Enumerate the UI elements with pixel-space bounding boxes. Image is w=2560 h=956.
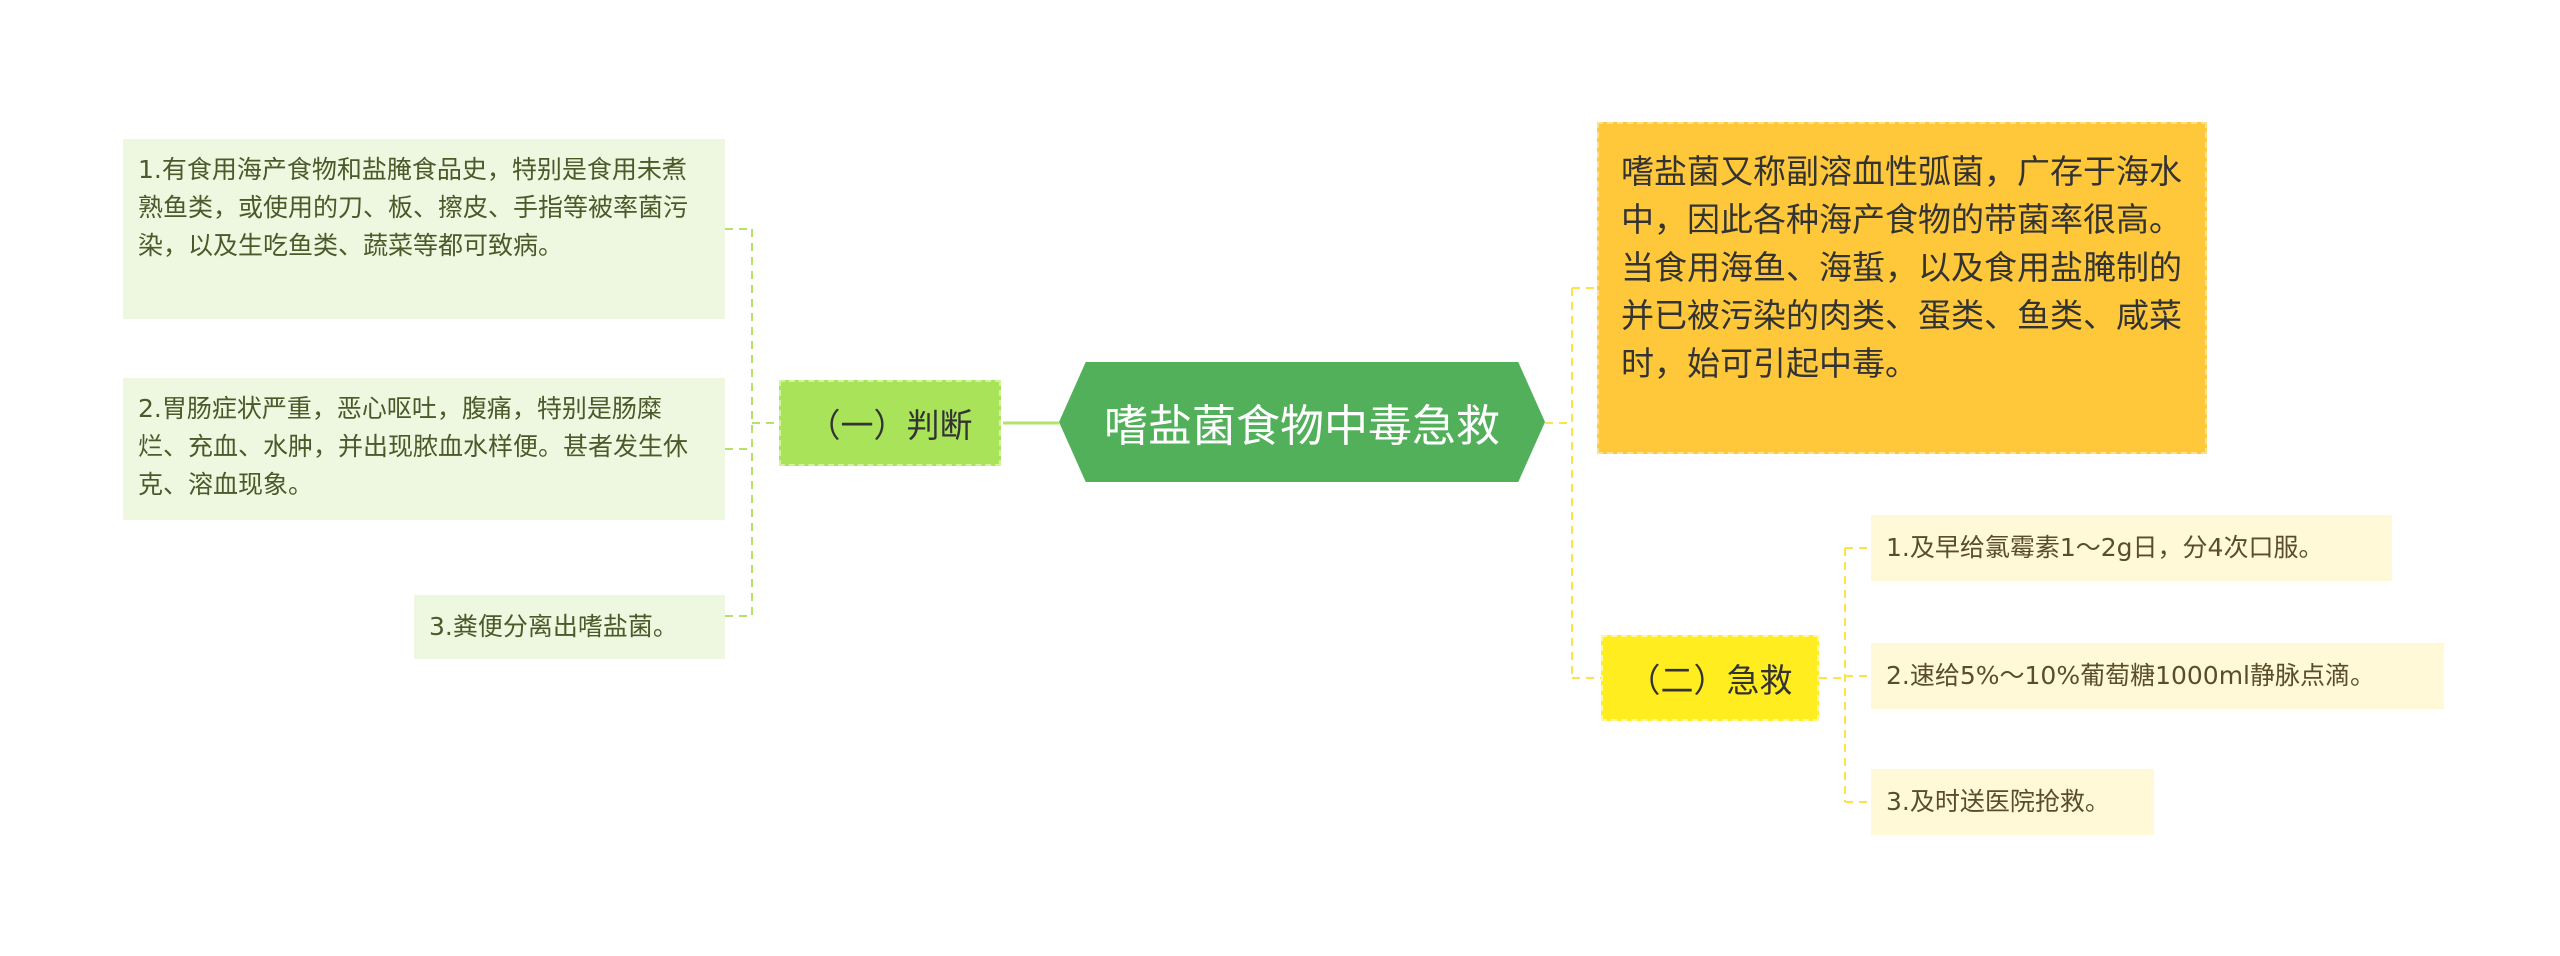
right-leaf-3[interactable]: 3.及时送医院抢救。 (1871, 769, 2154, 835)
intro-note[interactable]: 嗜盐菌又称副溶血性弧菌，广存于海水中，因此各种海产食物的带菌率很高。当食用海鱼、… (1597, 122, 2207, 454)
branch-first-aid[interactable]: （二）急救 (1601, 635, 1819, 721)
left-leaf-1[interactable]: 1.有食用海产食物和盐腌食品史，特别是食用未煮熟鱼类，或使用的刀、板、擦皮、手指… (123, 139, 725, 319)
branch-judgement[interactable]: （一）判断 (779, 380, 1001, 466)
left-leaf-2[interactable]: 2.胃肠症状严重，恶心呕吐，腹痛，特别是肠糜烂、充血、水肿，并出现脓血水样便。甚… (123, 378, 725, 520)
right-leaf-1[interactable]: 1.及早给氯霉素1～2g日，分4次口服。 (1871, 515, 2392, 581)
right-leaf-2[interactable]: 2.速给5%～10%葡萄糖1000ml静脉点滴。 (1871, 643, 2444, 709)
left-leaf-3[interactable]: 3.粪便分离出嗜盐菌。 (414, 595, 725, 659)
central-topic[interactable]: 嗜盐菌食物中毒急救 (1059, 362, 1545, 482)
